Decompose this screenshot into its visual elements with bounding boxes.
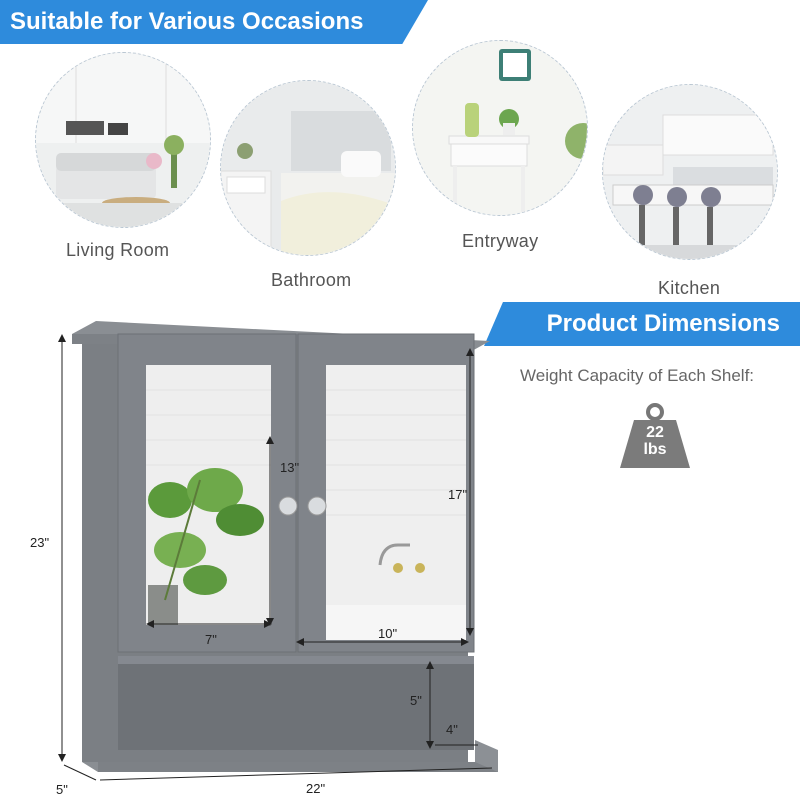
entryway-image — [412, 40, 588, 216]
faucet-illustration — [326, 543, 466, 640]
room-label-kitchen: Kitchen — [658, 278, 721, 298]
dim-shelf-height: 5" — [410, 693, 422, 708]
dim-door-height: 17" — [448, 487, 468, 502]
weight-capacity-label: Weight Capacity of Each Shelf: — [520, 366, 755, 385]
dim-shelf-depth: 4" — [446, 722, 458, 737]
cabinet-illustration — [58, 321, 498, 781]
room-label-living-room: Living Room — [66, 240, 170, 260]
room-label-bathroom: Bathroom — [271, 270, 352, 290]
dim-mirror-height: 13" — [280, 460, 300, 475]
left-knob — [278, 496, 298, 516]
plant-illustration — [148, 468, 264, 625]
dim-mirror-width: 7" — [205, 632, 217, 647]
weight-icon — [620, 403, 690, 468]
occasions-banner: Suitable for Various Occasions — [0, 0, 428, 44]
dim-total-height: 23" — [30, 535, 50, 550]
dim-door-width: 10" — [378, 626, 398, 641]
room-label-entryway: Entryway — [462, 231, 539, 251]
kitchen-image — [602, 84, 778, 260]
living-room-image — [35, 52, 211, 228]
weight-unit: lbs — [643, 441, 667, 458]
weight-value-text: 22 lbs — [616, 424, 694, 458]
dimensions-banner: Product Dimensions — [484, 302, 800, 346]
occasions-title: Suitable for Various Occasions — [10, 8, 364, 35]
dim-depth: 5" — [56, 782, 68, 797]
occasions-section: Suitable for Various Occasions Living Ro… — [0, 0, 800, 300]
bathroom-image — [220, 80, 396, 256]
dimensions-title: Product Dimensions — [546, 310, 780, 337]
right-knob — [307, 496, 327, 516]
dim-width: 22" — [306, 781, 326, 796]
weight-value: 22 — [646, 424, 664, 441]
